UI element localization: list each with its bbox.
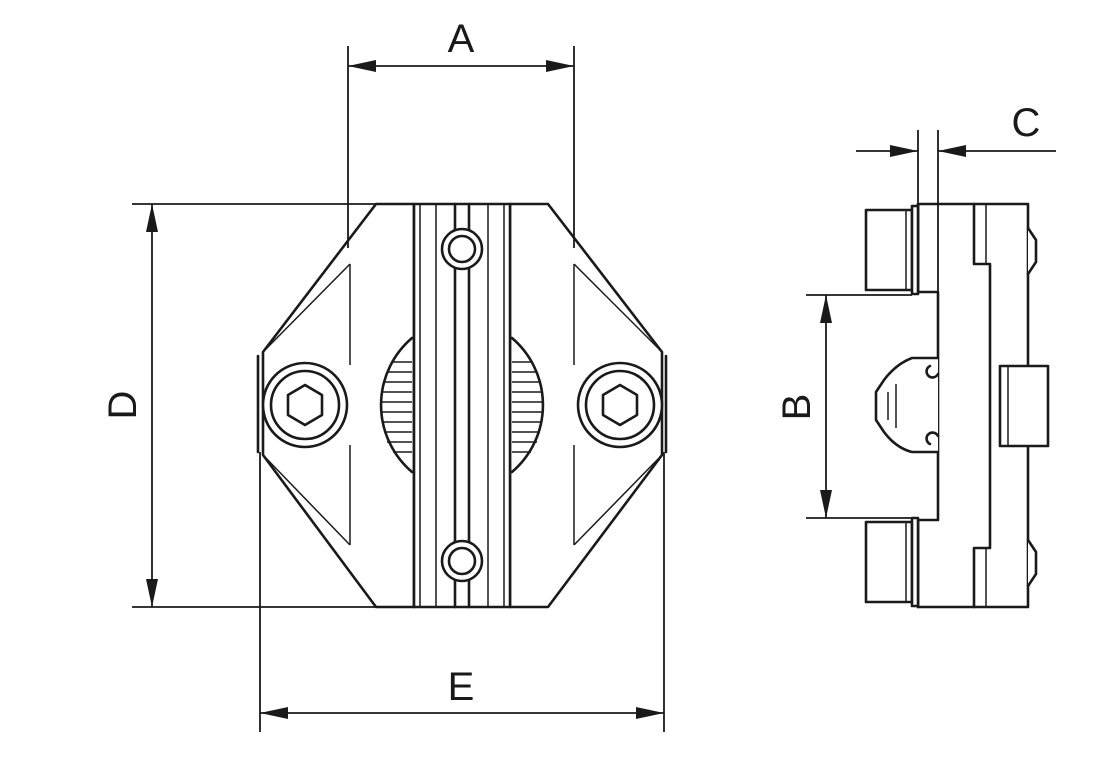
side-hub [998,364,1050,448]
side-center-nut [874,356,940,454]
hex-bolt-left [261,361,349,449]
side-view: B C [775,101,1056,609]
dimension-c: C [856,101,1056,292]
screw-bottom [440,539,484,583]
dimension-label-b: B [775,394,819,421]
dimension-label-e: E [448,665,475,709]
body-facet-lines [256,263,668,546]
dimension-label-a: A [448,17,475,61]
front-view: A D E [101,17,668,732]
ribbed-disc [379,336,545,474]
side-bolt-top [864,204,920,296]
hex-bolt-right [576,361,664,449]
dimension-d: D [101,203,414,608]
dimension-a: A [347,17,575,248]
dimension-b: B [775,294,912,519]
dimension-e: E [259,452,665,732]
side-bolt-bottom [864,516,920,608]
screw-top [440,227,484,271]
dimension-label-c: C [1012,101,1041,145]
dimension-label-d: D [101,391,145,420]
